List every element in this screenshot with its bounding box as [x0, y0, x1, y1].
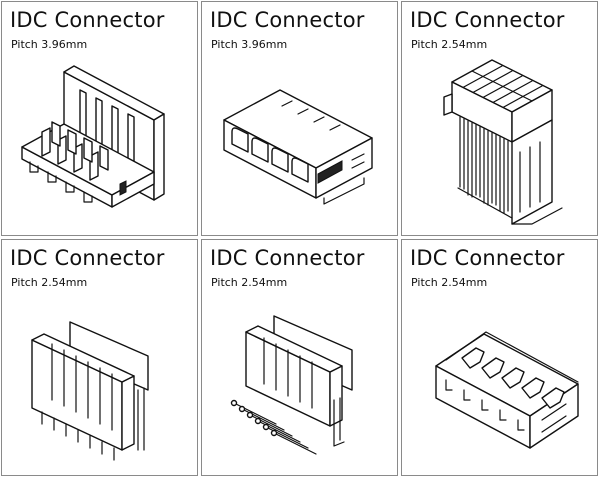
product-title: IDC Connector [10, 8, 165, 32]
product-card[interactable]: IDC Connector Pitch 3.96mm [201, 1, 398, 236]
idc-254-latched-housing-icon [435, 331, 579, 449]
product-pitch: Pitch 3.96mm [11, 38, 88, 51]
product-title: IDC Connector [10, 246, 165, 270]
product-title: IDC Connector [410, 8, 565, 32]
product-title: IDC Connector [210, 246, 365, 270]
product-card[interactable]: IDC Connector Pitch 3.96mm [1, 1, 198, 236]
idc-396-block-icon [223, 89, 373, 205]
idc-254-right-angle-header-icon [230, 315, 353, 455]
product-pitch: Pitch 2.54mm [11, 276, 88, 289]
product-title: IDC Connector [210, 8, 365, 32]
product-pitch: Pitch 2.54mm [411, 38, 488, 51]
product-card[interactable]: IDC Connector Pitch 2.54mm [201, 239, 398, 476]
product-card[interactable]: IDC Connector Pitch 2.54mm [401, 1, 598, 236]
product-pitch: Pitch 2.54mm [411, 276, 488, 289]
product-card[interactable]: IDC Connector Pitch 2.54mm [1, 239, 198, 476]
idc-396-housing-icon [21, 65, 165, 208]
product-pitch: Pitch 2.54mm [211, 276, 288, 289]
product-pitch: Pitch 3.96mm [211, 38, 288, 51]
product-title: IDC Connector [410, 246, 565, 270]
product-card[interactable]: IDC Connector Pitch 2.54mm [401, 239, 598, 476]
idc-254-dual-row-icon [443, 59, 563, 225]
idc-254-straight-header-icon [31, 321, 149, 461]
